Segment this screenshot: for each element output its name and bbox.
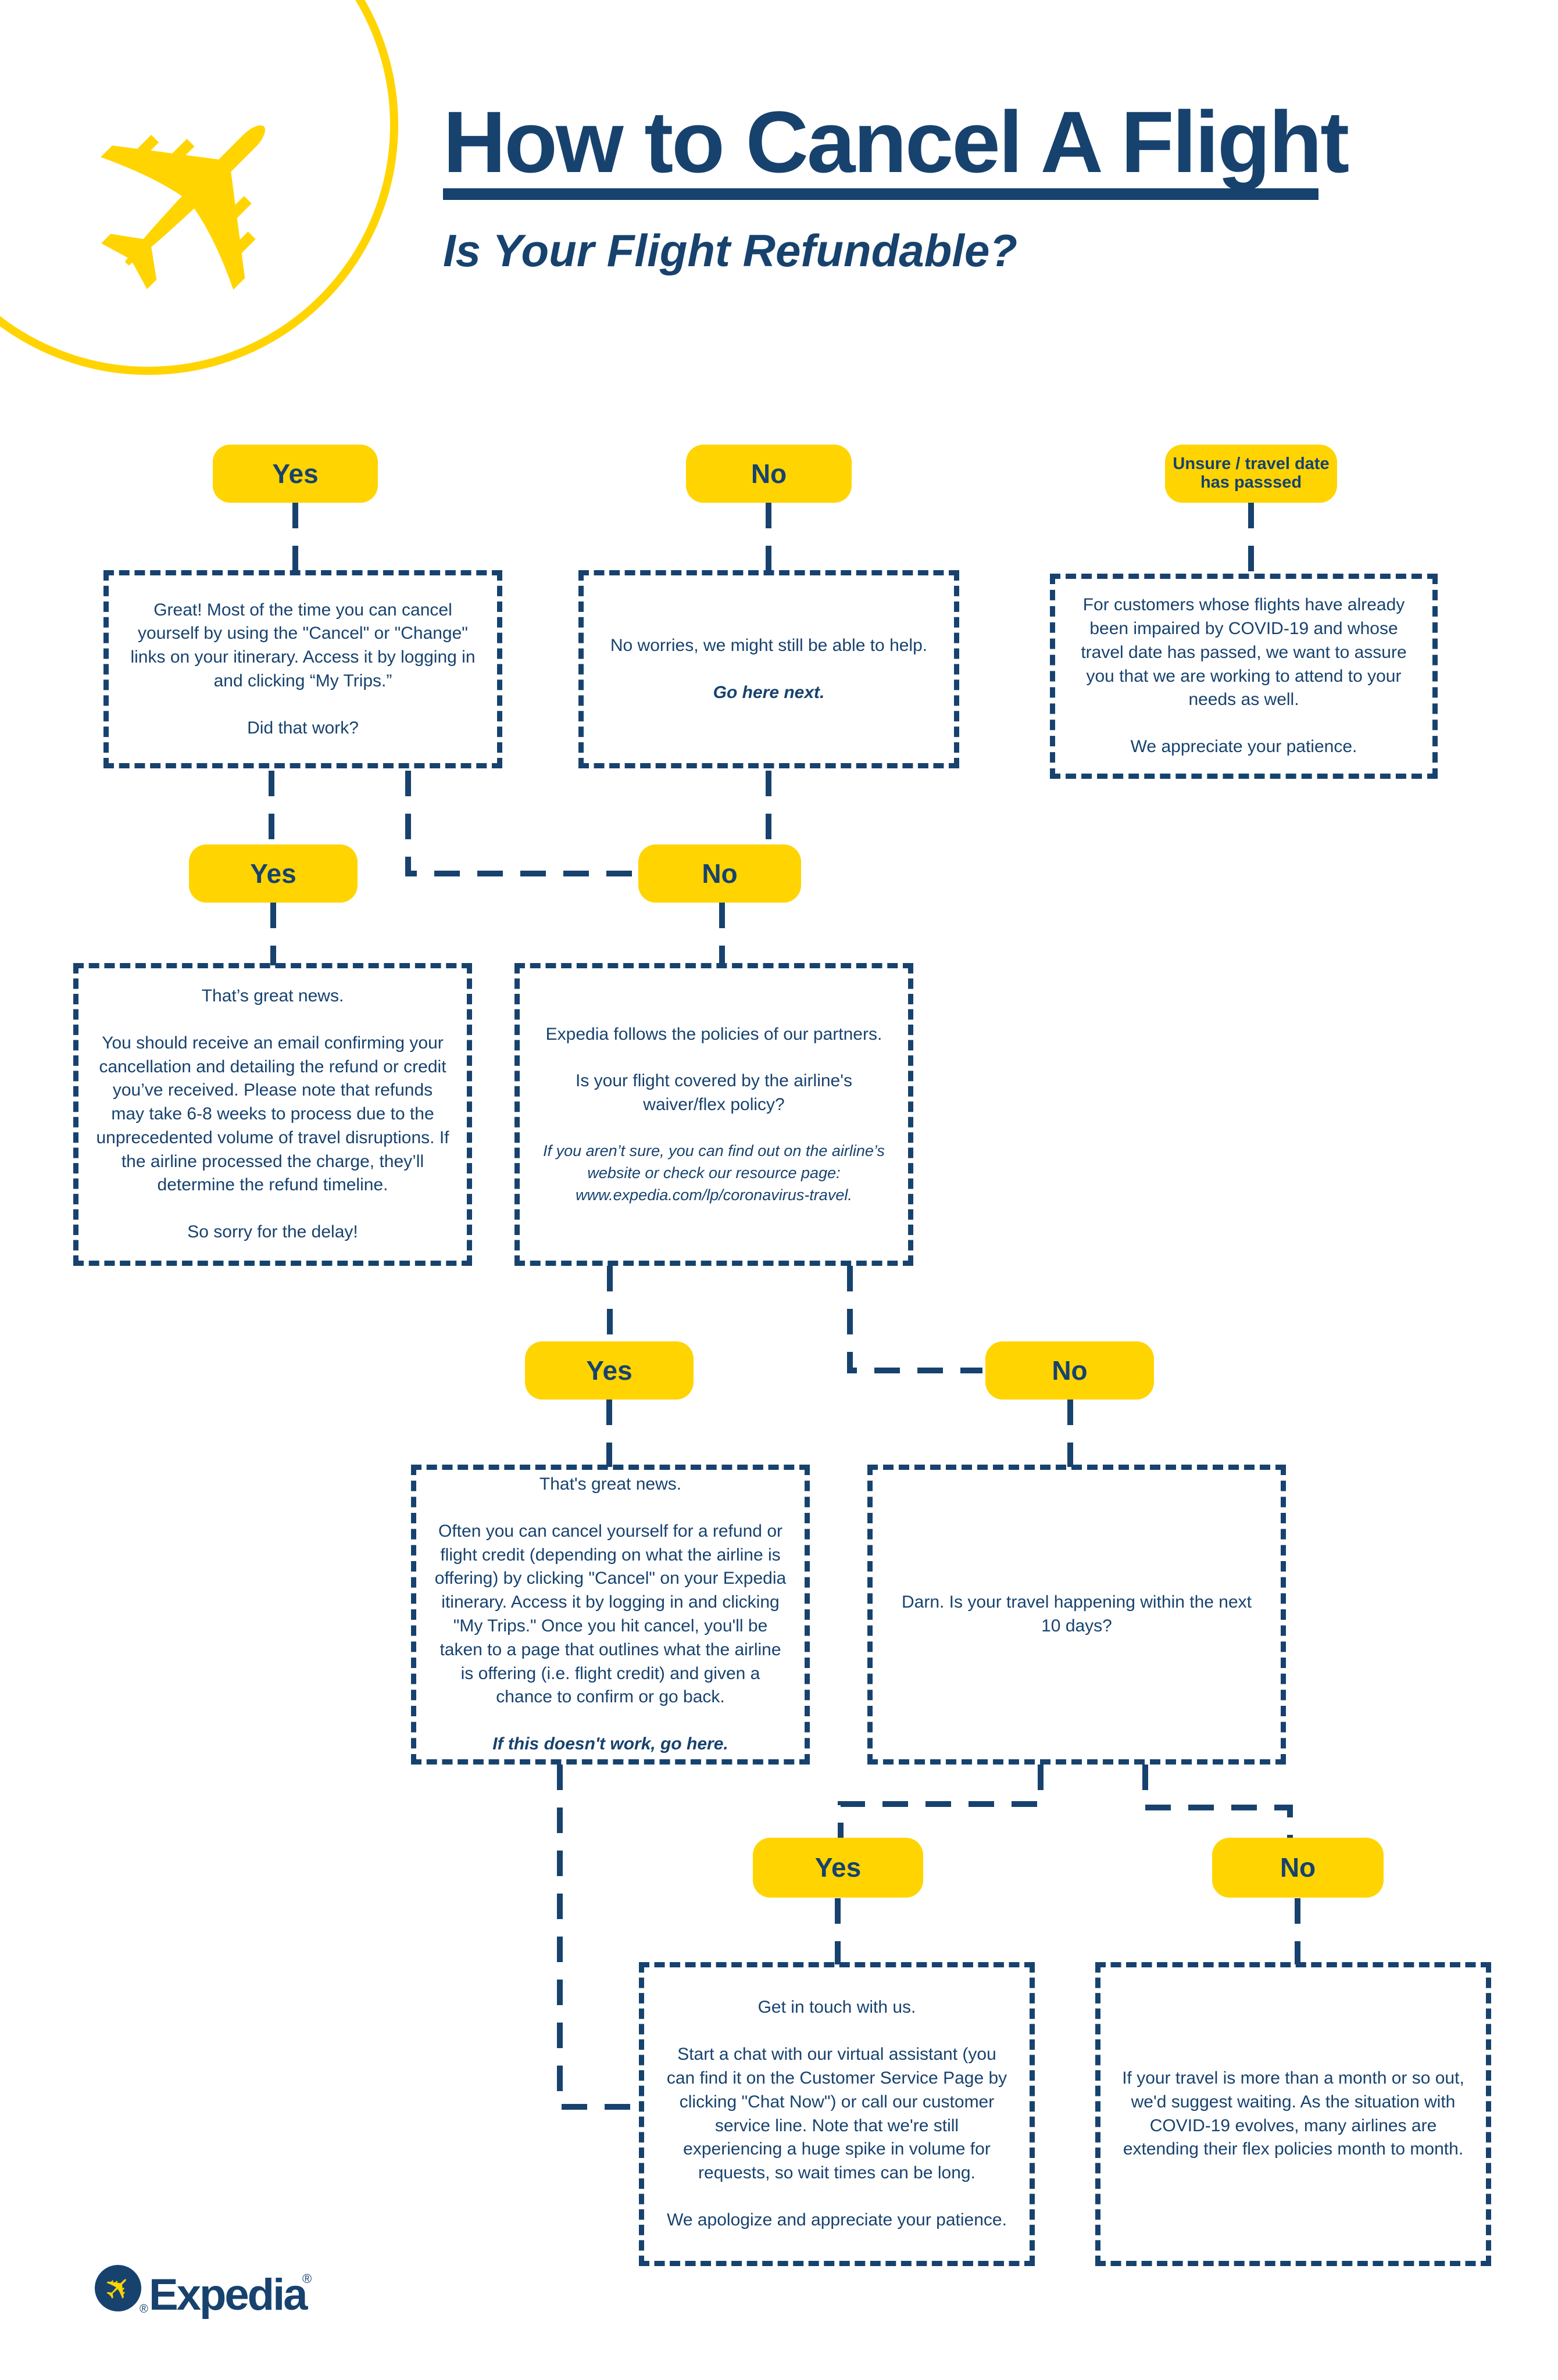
box-partner-policies: Expedia follows the policies of our part… (514, 963, 913, 1266)
connector-boxF-to-boxH (557, 1765, 637, 2110)
box-question: Did that work? (247, 718, 359, 738)
box-darn-10-days: Darn. Is your travel happening within th… (867, 1465, 1286, 1765)
box-text: For customers whose flights have already… (1081, 595, 1407, 710)
box-text: That's great news. (539, 1474, 682, 1494)
decision3-yes-button[interactable]: Yes (525, 1341, 694, 1400)
resource-page-note: If you aren’t sure, you can find out on … (543, 1142, 885, 1204)
box-text: Great! Most of the time you can cancel y… (130, 600, 476, 690)
box-get-in-touch: Get in touch with us. Start a chat with … (639, 1962, 1035, 2266)
decision2-yes-button[interactable]: Yes (189, 844, 358, 903)
connector-boxA-to-no2 (405, 771, 635, 876)
decision4-yes-button[interactable]: Yes (753, 1838, 923, 1898)
title-underline (443, 188, 1318, 200)
box-text: Often you can cancel yourself for a refu… (434, 1521, 787, 1707)
decision3-no-button[interactable]: No (985, 1341, 1154, 1400)
decision2-no-button[interactable]: No (638, 844, 801, 903)
box-text: So sorry for the delay! (187, 1222, 358, 1242)
page-subtitle: Is Your Flight Refundable? (443, 225, 1018, 276)
box-question: Darn. Is your travel happening within th… (901, 1592, 1252, 1635)
decision1-yes-button[interactable]: Yes (213, 445, 378, 503)
box-cancel-refund-credit: That's great news. Often you can cancel … (411, 1465, 810, 1765)
page-title: How to Cancel A Flight (443, 93, 1349, 191)
go-here-link[interactable]: If this doesn't work, go here. (492, 1734, 728, 1754)
connector-boxG-to-no4 (1142, 1765, 1293, 1839)
box-unsure-covid: For customers whose flights have already… (1050, 574, 1438, 779)
expedia-wordmark: Expedia (149, 2270, 308, 2320)
registered-mark: ® (140, 2303, 148, 2315)
go-here-next-link[interactable]: Go here next. (713, 682, 825, 702)
box-text: Get in touch with us. (757, 1998, 916, 2017)
box-cancel-yourself: Great! Most of the time you can cancel y… (103, 570, 502, 768)
registered-mark: ® (302, 2271, 312, 2286)
decision4-no-button[interactable]: No (1212, 1838, 1384, 1898)
box-text: If your travel is more than a month or s… (1122, 2068, 1464, 2159)
box-text: Start a chat with our virtual assistant … (666, 2045, 1007, 2183)
box-text: We apologize and appreciate your patienc… (667, 2210, 1007, 2229)
box-text: That’s great news. (201, 986, 344, 1005)
box-text: You should receive an email confirming y… (96, 1033, 449, 1195)
expedia-globe-icon: ✈ (95, 2265, 141, 2311)
box-suggest-waiting: If your travel is more than a month or s… (1095, 1962, 1491, 2266)
box-text: Expedia follows the policies of our part… (545, 1024, 882, 1044)
decision1-no-button[interactable]: No (686, 445, 852, 503)
box-question: Is your flight covered by the airline's … (576, 1071, 852, 1115)
connector-boxG-to-yes4 (838, 1765, 1044, 1839)
box-email-confirm: That’s great news. You should receive an… (73, 963, 472, 1266)
box-text: We appreciate your patience. (1130, 737, 1357, 757)
airplane-icon: ✈ (95, 2265, 141, 2311)
box-might-still-help: No worries, we might still be able to he… (578, 570, 959, 768)
connector-boxE-to-no3 (847, 1266, 982, 1373)
box-text: No worries, we might still be able to he… (610, 635, 928, 655)
